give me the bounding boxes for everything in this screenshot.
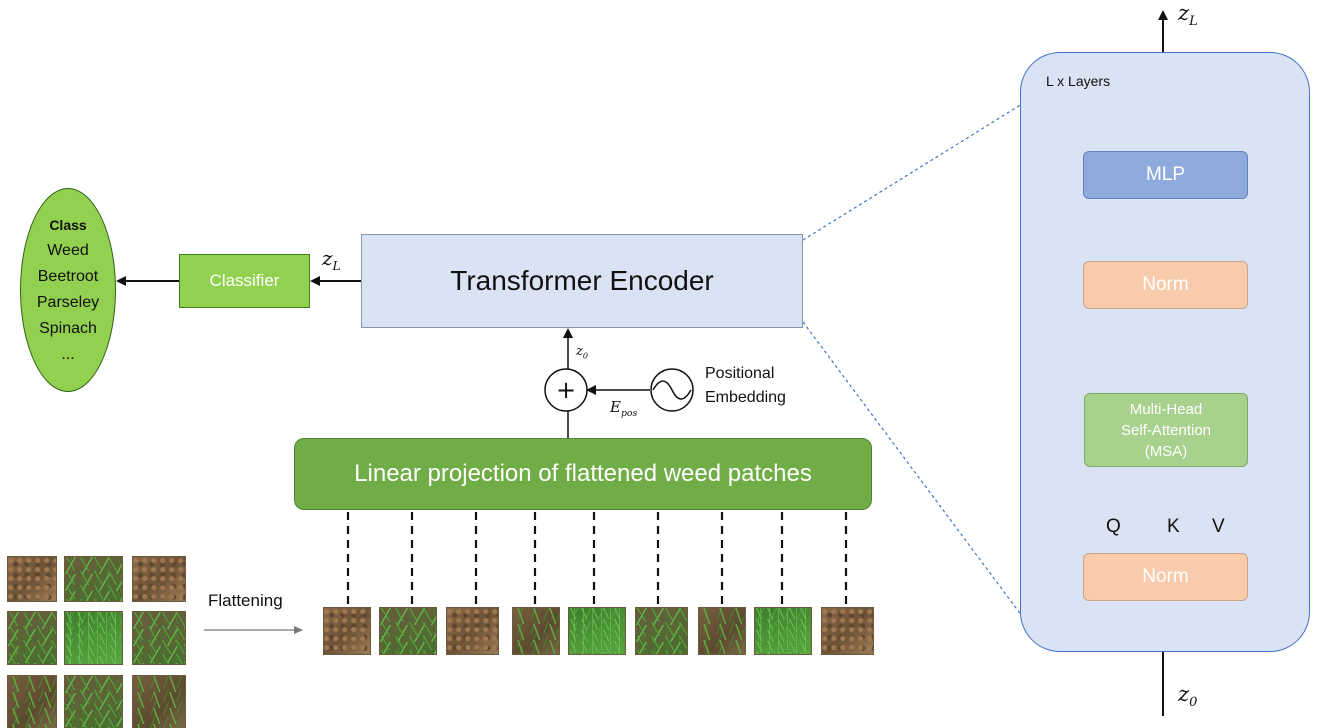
msa-line-1: Multi-Head [1129, 400, 1203, 418]
flat-patch [698, 607, 746, 655]
mlp-box: MLP [1083, 151, 1248, 199]
zoom-line-top [802, 103, 1023, 241]
class-item-spinach: Spinach [39, 320, 97, 337]
flat-patch [323, 607, 371, 655]
positional-embedding-line-1: Positional [705, 365, 775, 382]
flat-patch [635, 607, 688, 655]
grid-patch [64, 556, 123, 602]
z-l-label: zL [322, 246, 341, 273]
k-label: K [1167, 516, 1180, 537]
grid-patch [64, 675, 123, 728]
flat-patch [568, 607, 626, 655]
z0-label: z0 [576, 344, 588, 361]
grid-patch [7, 556, 57, 602]
positional-embedding-line-2: Embedding [705, 389, 786, 406]
flat-patch [754, 607, 812, 655]
grid-patch [64, 611, 123, 665]
positional-embedding-label: Positional Embedding [705, 362, 786, 410]
z0-input-label: z0 [1178, 682, 1198, 711]
sine-wave-icon [650, 368, 694, 412]
class-item-beetroot: Beetroot [37, 268, 99, 285]
plus-sign: + [556, 376, 576, 404]
class-output-ellipse: Class Weed Beetroot Parseley Spinach ... [20, 188, 116, 392]
transformer-encoder-box: Transformer Encoder [361, 234, 803, 328]
q-label: Q [1106, 516, 1121, 537]
linear-projection-box: Linear projection of flattened weed patc… [294, 438, 872, 510]
class-item-parseley: Parseley [36, 294, 100, 311]
z-l-output-label: zL [1178, 1, 1198, 30]
norm-box-top: Norm [1083, 261, 1248, 309]
flattening-label: Flattening [208, 591, 283, 610]
class-item-weed: Weed [47, 242, 89, 259]
class-item-more: ... [61, 346, 75, 363]
layers-label: L x Layers [1046, 73, 1111, 89]
flat-patch [512, 607, 560, 655]
zoom-line-bottom [802, 321, 1023, 617]
class-header: Class [49, 217, 87, 233]
v-label: V [1212, 516, 1225, 537]
patch-connectors [346, 512, 848, 606]
norm-box-bottom: Norm [1083, 553, 1248, 601]
grid-patch [7, 675, 57, 728]
flat-patch [379, 607, 437, 655]
grid-patch [132, 611, 186, 665]
grid-patch [132, 675, 186, 728]
msa-line-2: Self-Attention [1120, 421, 1212, 439]
msa-box: Multi-Head Self-Attention (MSA) [1084, 393, 1248, 467]
classifier-box: Classifier [179, 254, 310, 308]
e-pos-label: Epos [610, 398, 638, 419]
grid-patch [7, 611, 57, 665]
plus-circle-icon: + [544, 368, 588, 412]
grid-patch [132, 556, 186, 602]
msa-line-3: (MSA) [1144, 442, 1188, 460]
flat-patch [446, 607, 499, 655]
flat-patch [821, 607, 874, 655]
